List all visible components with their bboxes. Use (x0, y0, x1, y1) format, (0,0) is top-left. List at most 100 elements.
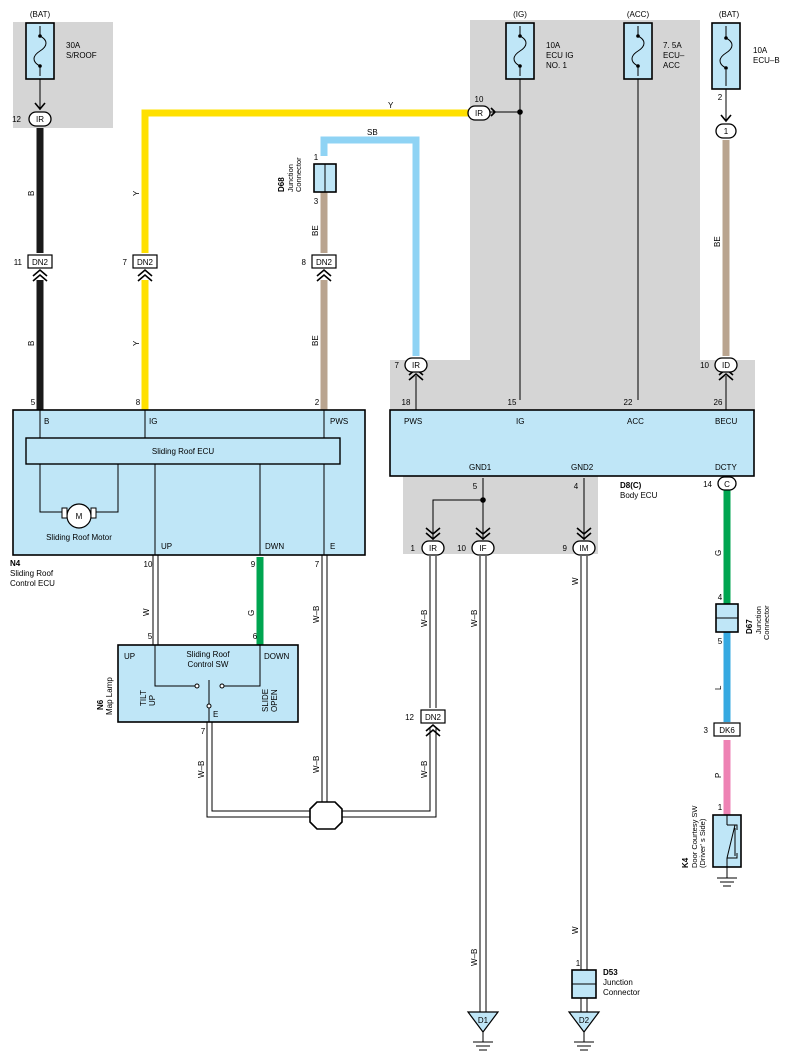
connector-ir-1: IR 1 (411, 540, 445, 556)
svg-text:B: B (27, 341, 36, 346)
junction-d67: 4 5 D67 Junction Connector (715, 593, 771, 646)
svg-text:D2: D2 (579, 1016, 590, 1025)
fuse-name-2: ACC (663, 61, 680, 70)
svg-text:IR: IR (36, 115, 44, 124)
n4-name-1: Sliding Roof (10, 569, 54, 578)
connector-ir-10: IR 10 (467, 95, 491, 121)
svg-text:G: G (714, 550, 723, 556)
body-ecu: PWS IG ACC BECU GND1 GND2 DCTY (389, 409, 755, 477)
svg-text:Y: Y (132, 340, 141, 346)
fuse-source-label: (IG) (513, 10, 527, 19)
wire-gnd1-branch (432, 499, 483, 540)
svg-text:1: 1 (718, 803, 723, 812)
svg-text:L: L (714, 685, 723, 690)
d53-id: D53 (603, 968, 618, 977)
svg-text:3: 3 (704, 726, 709, 735)
pin-7: 7 (201, 727, 206, 736)
sw-slide: SLIDE (261, 689, 270, 712)
fuse-area-ig-acc (390, 20, 755, 412)
svg-text:DN2: DN2 (425, 713, 442, 722)
svg-text:10: 10 (457, 544, 466, 553)
fuse-name: ECU IG (546, 51, 574, 60)
fuse-ecu-acc: (ACC) 7. 5A ECU– ACC (623, 10, 685, 80)
fuse-rating: 10A (753, 46, 768, 55)
svg-text:18: 18 (402, 398, 411, 407)
svg-text:W–B: W–B (420, 761, 429, 778)
svg-text:IR: IR (412, 361, 420, 370)
n6-id: N6 (96, 699, 105, 710)
sw-tilt: TILT (139, 690, 148, 706)
svg-text:Junction: Junction (754, 606, 763, 634)
fuse-s-roof: (BAT) 30A S/ROOF (25, 10, 97, 80)
connector-dk6-3: DK6 3 (704, 722, 741, 737)
sw-up: UP (124, 652, 135, 661)
svg-text:DN2: DN2 (137, 258, 154, 267)
svg-text:Y: Y (388, 101, 394, 110)
svg-text:DN2: DN2 (316, 258, 333, 267)
svg-text:IR: IR (429, 544, 437, 553)
terminal-gnd1: GND1 (469, 463, 492, 472)
sw-slide-2: OPEN (270, 689, 279, 712)
terminal-becu: BECU (715, 417, 737, 426)
svg-text:12: 12 (405, 713, 414, 722)
terminal-pws: PWS (330, 417, 348, 426)
terminal-dcty: DCTY (715, 463, 737, 472)
svg-text:BE: BE (713, 236, 722, 247)
pin-2: 2 (315, 398, 320, 407)
svg-text:BE: BE (311, 225, 320, 236)
connector-id-10: ID 10 26 (700, 357, 738, 407)
terminal-up: UP (161, 542, 172, 551)
svg-text:Connector: Connector (294, 157, 303, 192)
svg-text:11: 11 (14, 258, 23, 267)
pin-5: 5 (148, 632, 153, 641)
svg-text:SB: SB (367, 128, 378, 137)
fuse-rating: 7. 5A (663, 41, 682, 50)
svg-text:1: 1 (576, 959, 581, 968)
svg-text:5: 5 (718, 637, 723, 646)
svg-text:G: G (247, 610, 256, 616)
svg-text:3: 3 (314, 197, 319, 206)
wire-labels: B B Y Y Y SB BE BE BE W G W–B W–B W–B W–… (27, 101, 723, 966)
svg-text:1: 1 (314, 153, 319, 162)
terminal-ig: IG (149, 417, 157, 426)
fuse-name-2: NO. 1 (546, 61, 567, 70)
connector-ir-12: IR 12 (12, 111, 52, 127)
svg-text:Junction: Junction (603, 978, 633, 987)
svg-text:26: 26 (714, 398, 723, 407)
svg-text:B: B (27, 191, 36, 196)
svg-text:4: 4 (718, 593, 723, 602)
pin-5: 5 (31, 398, 36, 407)
connector-dn2-11: DN2 11 (14, 254, 53, 269)
ground-d2: D2 (567, 1011, 601, 1051)
fuse-name: S/ROOF (66, 51, 97, 60)
sw-down: DOWN (264, 652, 290, 661)
fuse-source-label: (BAT) (719, 10, 740, 19)
svg-text:W–B: W–B (197, 761, 206, 778)
svg-text:W: W (571, 926, 580, 934)
connector-if-10: IF 10 (457, 540, 495, 556)
svg-text:DK6: DK6 (719, 726, 735, 735)
svg-text:C: C (724, 480, 730, 489)
svg-text:10: 10 (475, 95, 484, 104)
wire-sb (320, 136, 420, 356)
svg-text:1: 1 (411, 544, 416, 553)
svg-text:W–B: W–B (312, 606, 321, 623)
door-courtesy-sw: 1 K4 Door Courtesy SW (Driver' s Side) (681, 803, 742, 887)
splice-octagon (309, 801, 343, 830)
junction-d68: 1 3 D68 Junction Connector (277, 153, 337, 206)
fuse-ecu-ig-no1: (IG) 10A ECU IG NO. 1 (505, 10, 574, 80)
svg-text:W–B: W–B (312, 756, 321, 773)
terminal-ig: IG (516, 417, 524, 426)
fuse-rating: 30A (66, 41, 81, 50)
svg-text:IM: IM (580, 544, 589, 553)
splice-point (480, 497, 486, 503)
junction-d53: 1 D53 Junction Connector (571, 959, 640, 999)
fuse-name: ECU–B (753, 56, 780, 65)
sliding-roof-control-ecu: Sliding Roof ECU M Sliding Roof Motor B … (12, 409, 366, 556)
d68-id: D68 (277, 177, 286, 192)
wire-y-upper (141, 109, 468, 253)
connector-1: 1 2 (715, 93, 737, 139)
sliding-roof-control-sw: Sliding Roof Control SW UP DOWN E TILT U… (117, 644, 299, 723)
svg-text:IF: IF (479, 544, 486, 553)
svg-text:W–B: W–B (420, 610, 429, 627)
